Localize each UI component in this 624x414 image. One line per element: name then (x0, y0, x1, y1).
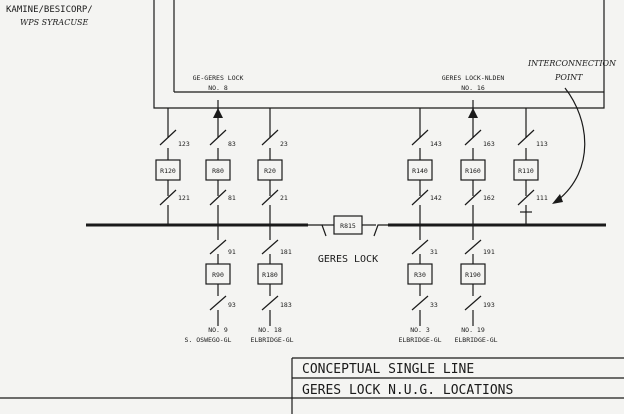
tie-switch-right (373, 224, 388, 237)
tie-switch-left (308, 224, 327, 237)
breaker-83-column: R80 83 81 (205, 108, 236, 225)
relay-r20-label: R20 (264, 167, 276, 175)
breaker-91-column: R90 91 93 NO. 9 S. OSWEGO-GL (185, 225, 236, 344)
breaker-23-column: R20 23 21 (257, 108, 288, 225)
relay-r90-label: R90 (212, 271, 224, 279)
tie-relay-label: R815 (340, 222, 356, 230)
no16-label: NO. 16 (461, 84, 485, 92)
elbridge3-label: ELBRIDGE-GL (398, 336, 441, 344)
interconnection-arrowhead (552, 194, 563, 204)
relay-r140-label: R140 (412, 167, 428, 175)
breaker-33-label: 33 (430, 301, 438, 309)
breaker-91-label: 91 (228, 248, 236, 256)
interconnection-point-label: POINT (554, 73, 583, 82)
breaker-113-label: 113 (536, 140, 548, 148)
relay-r160-label: R160 (465, 167, 481, 175)
breaker-191-column: R190 191 193 NO. 19 ELBRIDGE-GL (454, 225, 498, 344)
breaker-123-label: 123 (178, 140, 190, 148)
breaker-142-label: 142 (430, 194, 442, 202)
breaker-193-label: 193 (483, 301, 495, 309)
breaker-191-label: 191 (483, 248, 495, 256)
breaker-123-column: R120 123 121 (155, 108, 190, 225)
interconnection-arrow (557, 87, 586, 201)
relay-r80-label: R80 (212, 167, 224, 175)
relay-r190-label: R190 (465, 271, 481, 279)
breaker-163-column: R160 163 162 (460, 108, 495, 225)
no8-label: NO. 8 (208, 84, 228, 92)
breaker-31-label: 31 (430, 248, 438, 256)
elbridge19-label: ELBRIDGE-GL (454, 336, 497, 344)
tie-relay-box (333, 215, 363, 235)
wps-label: WPS SYRACUSE (20, 18, 89, 27)
relay-r30-label: R30 (414, 271, 426, 279)
breaker-83-label: 83 (228, 140, 236, 148)
no19-label: NO. 19 (461, 326, 485, 334)
geres-niden-label: GERES LOCK-NLDEN (442, 74, 505, 82)
relay-r180-label: R180 (262, 271, 278, 279)
breaker-93-label: 93 (228, 301, 236, 309)
kamine-label: KAMINE/BESICORP/ (6, 5, 93, 15)
breaker-143-column: R140 143 142 (407, 108, 442, 225)
relay-r110-label: R110 (518, 167, 534, 175)
no9-label: NO. 9 (208, 326, 228, 334)
breaker-111-label: 111 (536, 194, 548, 202)
feeder-no8-arrow: GE-GERES LOCK NO. 8 (193, 74, 244, 118)
breaker-81-label: 81 (228, 194, 236, 202)
breaker-21-label: 21 (280, 194, 288, 202)
title-block: CONCEPTUAL SINGLE LINE GERES LOCK N.U.G.… (0, 357, 624, 414)
breaker-181-label: 181 (280, 248, 292, 256)
elbridge18-label: ELBRIDGE-GL (250, 336, 293, 344)
relay-r120-label: R120 (160, 167, 176, 175)
ge-geres-lock-label: GE-GERES LOCK (193, 74, 244, 82)
feeder-no16-arrow: GERES LOCK-NLDEN NO. 16 (442, 74, 505, 118)
title-line-1: CONCEPTUAL SINGLE LINE (302, 362, 474, 377)
oswego-label: S. OSWEGO-GL (185, 336, 232, 344)
title-line-2: GERES LOCK N.U.G. LOCATIONS (302, 383, 513, 398)
breaker-121-label: 121 (178, 194, 190, 202)
breaker-113-column: R110 113 111 (513, 108, 548, 225)
breaker-143-label: 143 (430, 140, 442, 148)
upper-enclosure-line (153, 0, 605, 109)
breaker-163-label: 163 (483, 140, 495, 148)
geres-lock-label: GERES LOCK (318, 254, 378, 265)
no3-label: NO. 3 (410, 326, 430, 334)
breaker-181-column: R180 181 183 NO. 18 ELBRIDGE-GL (250, 225, 294, 344)
breaker-162-label: 162 (483, 194, 495, 202)
breaker-23-label: 23 (280, 140, 288, 148)
breaker-31-column: R30 31 33 NO. 3 ELBRIDGE-GL (398, 225, 442, 344)
interconnection-label: INTERCONNECTION (527, 59, 617, 68)
no18-label: NO. 18 (258, 326, 282, 334)
breaker-183-label: 183 (280, 301, 292, 309)
